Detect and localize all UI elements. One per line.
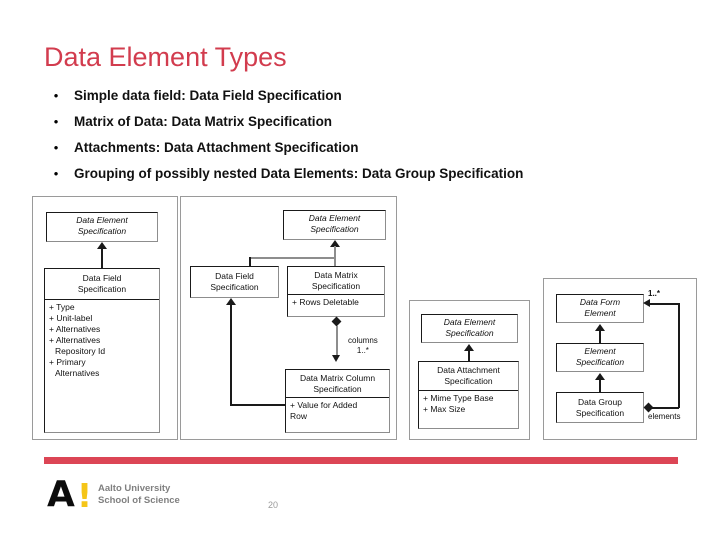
uml-attribute: + Unit-label	[49, 313, 93, 323]
uml-class-name: Data Attachment Specification	[437, 365, 500, 386]
generalization-line	[599, 379, 601, 392]
bullet-list: • Simple data field: Data Field Specific…	[38, 85, 698, 189]
uml-attribute-list: + Rows Deletable	[288, 295, 384, 310]
bullet-text: Simple data field: Data Field Specificat…	[74, 88, 342, 103]
generalization-arrow-icon	[226, 298, 236, 305]
bullet-marker-icon: •	[53, 114, 59, 129]
uml-class-name: Data Element Specification	[308, 213, 361, 234]
uml-attribute: + Mime Type Base	[423, 393, 494, 403]
uml-class-name: Data Element Specification	[76, 215, 128, 236]
uml-attribute: Alternatives	[55, 368, 100, 378]
uml-class-data-attachment-specification: Data Attachment Specification + Mime Typ…	[418, 361, 519, 429]
generalization-line	[334, 246, 336, 258]
bullet-text: Matrix of Data: Data Matrix Specificatio…	[74, 114, 333, 129]
bullet-marker-icon: •	[53, 140, 59, 155]
org-name: Aalto University	[98, 483, 171, 494]
association-role-label: elements	[648, 412, 681, 421]
generalization-line	[230, 305, 232, 405]
uml-class-name: Data Group Specification	[575, 397, 625, 418]
uml-class-data-element-specification: Data Element Specification	[283, 210, 386, 240]
list-item: • Grouping of possibly nested Data Eleme…	[38, 163, 698, 189]
bullet-marker-icon: •	[53, 88, 59, 103]
generalization-arrow-icon	[464, 344, 474, 351]
composition-diamond-icon	[331, 316, 342, 327]
diagram-panel-data-field	[32, 196, 178, 440]
uml-attribute-list: + Type + Unit-label + Alternatives + Alt…	[45, 300, 159, 381]
uml-class-data-element-specification: Data Element Specification	[421, 314, 518, 343]
generalization-arrow-icon	[97, 242, 107, 249]
diagram-panel-data-attachment	[409, 300, 530, 440]
uml-attribute: Repository Id	[55, 346, 106, 356]
uml-attribute: + Value for Added	[290, 400, 358, 410]
uml-class-data-matrix-column-specification: Data Matrix Column Specification + Value…	[285, 369, 390, 433]
uml-attribute: + Max Size	[423, 404, 466, 414]
association-line	[648, 303, 679, 305]
bullet-text: Grouping of possibly nested Data Element…	[74, 166, 524, 181]
uml-attribute: + Alternatives	[49, 335, 101, 345]
uml-class-name: Element Specification	[575, 346, 625, 367]
logo-letter-a: A	[47, 474, 75, 515]
generalization-arrow-icon	[595, 373, 605, 380]
association-role-label: columns 1..*	[348, 336, 378, 355]
uml-divider	[288, 294, 384, 295]
generalization-arrow-icon	[330, 240, 340, 247]
uml-class-name: Data Field Specification	[77, 273, 127, 294]
uml-class-data-form-element: Data Form Element	[556, 294, 644, 323]
bullet-text: Attachments: Data Attachment Specificati…	[74, 140, 359, 155]
uml-class-data-field-specification: Data Field Specification	[190, 266, 279, 298]
list-item: • Simple data field: Data Field Specific…	[38, 85, 698, 111]
page-number: 20	[268, 500, 279, 510]
association-line	[652, 407, 679, 409]
generalization-line	[599, 330, 601, 343]
footer-rule	[44, 457, 678, 464]
uml-attribute-list: + Value for Added Row	[286, 398, 389, 424]
page-title: Data Element Types	[44, 42, 287, 72]
org-unit: School of Science	[98, 494, 180, 506]
generalization-line	[249, 257, 336, 259]
generalization-line	[101, 248, 103, 270]
association-arrow-icon	[643, 299, 650, 307]
uml-divider	[419, 390, 518, 391]
generalization-arrow-icon	[595, 324, 605, 331]
list-item: • Matrix of Data: Data Matrix Specificat…	[38, 111, 698, 137]
generalization-line	[334, 257, 336, 266]
association-multiplicity-label: 1..*	[648, 289, 661, 298]
bullet-marker-icon: •	[53, 166, 59, 181]
aalto-logo-mark-icon: A !	[47, 474, 95, 515]
uml-class-element-specification: Element Specification	[556, 343, 644, 372]
uml-attribute: + Rows Deletable	[292, 297, 359, 307]
aalto-logo-text: Aalto University School of Science	[98, 483, 180, 506]
composition-diamond-icon	[643, 402, 654, 413]
uml-attribute-list: + Mime Type Base + Max Size	[419, 391, 518, 417]
association-arrow-icon	[332, 355, 340, 362]
generalization-line	[230, 404, 286, 406]
uml-class-name: Data Element Specification	[443, 317, 496, 338]
uml-attribute: + Type	[49, 302, 75, 312]
uml-class-data-matrix-specification: Data Matrix Specification + Rows Deletab…	[287, 266, 385, 317]
uml-divider	[45, 299, 159, 300]
association-line	[678, 303, 680, 408]
uml-divider	[286, 397, 389, 398]
uml-attribute: + Primary	[49, 357, 86, 367]
generalization-line	[249, 257, 251, 266]
uml-attribute: + Alternatives	[49, 324, 101, 334]
logo-exclamation-icon: !	[77, 476, 93, 515]
aalto-logo: A ! Aalto University School of Science	[47, 474, 180, 515]
uml-class-data-element-specification: Data Element Specification	[46, 212, 158, 242]
uml-class-name: Data Matrix Specification	[311, 270, 361, 291]
uml-class-data-group-specification: Data Group Specification	[556, 392, 644, 423]
association-line	[336, 326, 338, 358]
diagram-panel-data-matrix	[180, 196, 397, 440]
uml-class-name: Data Matrix Column Specification	[299, 373, 376, 394]
uml-class-data-field-specification: Data Field Specification + Type + Unit-l…	[44, 268, 160, 433]
diagram-panel-data-group	[543, 278, 697, 440]
uml-class-name: Data Field Specification	[210, 271, 259, 292]
uml-attribute: Row	[290, 411, 308, 421]
generalization-line	[468, 350, 470, 362]
list-item: • Attachments: Data Attachment Specifica…	[38, 137, 698, 163]
uml-class-name: Data Form Element	[579, 297, 621, 318]
